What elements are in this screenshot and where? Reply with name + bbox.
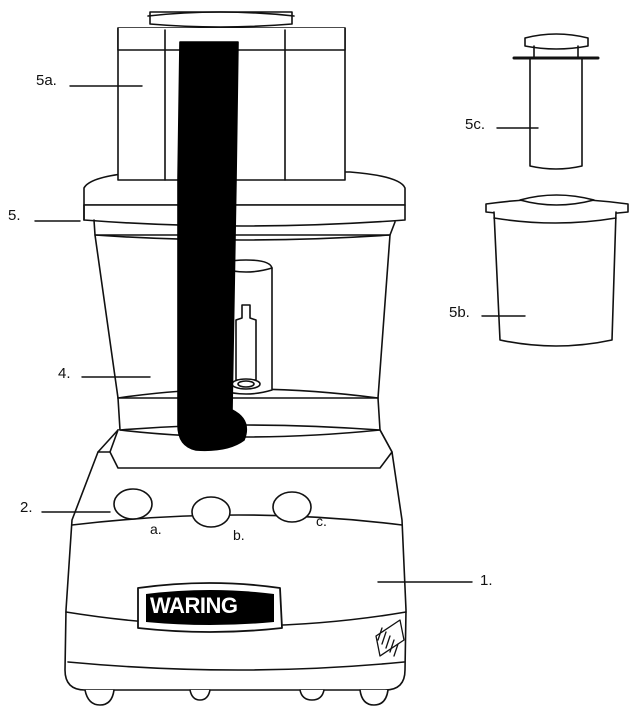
label-4: 4. — [58, 365, 71, 382]
control-button-c[interactable] — [272, 491, 312, 523]
feed-tube — [117, 11, 346, 452]
control-button-b[interactable] — [191, 496, 231, 528]
feed-chute — [177, 41, 248, 452]
small-pusher — [512, 33, 600, 170]
control-buttons — [113, 488, 312, 528]
logo-text: WARING — [150, 593, 238, 618]
label-2: 2. — [20, 499, 33, 516]
label-5a: 5a. — [36, 72, 57, 89]
label-button-a: a. — [150, 521, 162, 537]
waring-logo — [137, 582, 283, 633]
label-5b: 5b. — [449, 304, 470, 321]
label-5: 5. — [8, 207, 21, 224]
label-button-b: b. — [233, 527, 245, 543]
medium-pusher — [485, 194, 629, 347]
label-1: 1. — [480, 572, 493, 589]
motor-base — [64, 429, 407, 706]
label-5c: 5c. — [465, 116, 486, 133]
control-button-a[interactable] — [113, 488, 153, 520]
work-bowl — [94, 234, 391, 438]
leader-lines — [34, 85, 539, 583]
bowl-lid — [83, 171, 406, 241]
label-button-c: c. — [316, 513, 327, 529]
vent-grille — [375, 619, 405, 657]
